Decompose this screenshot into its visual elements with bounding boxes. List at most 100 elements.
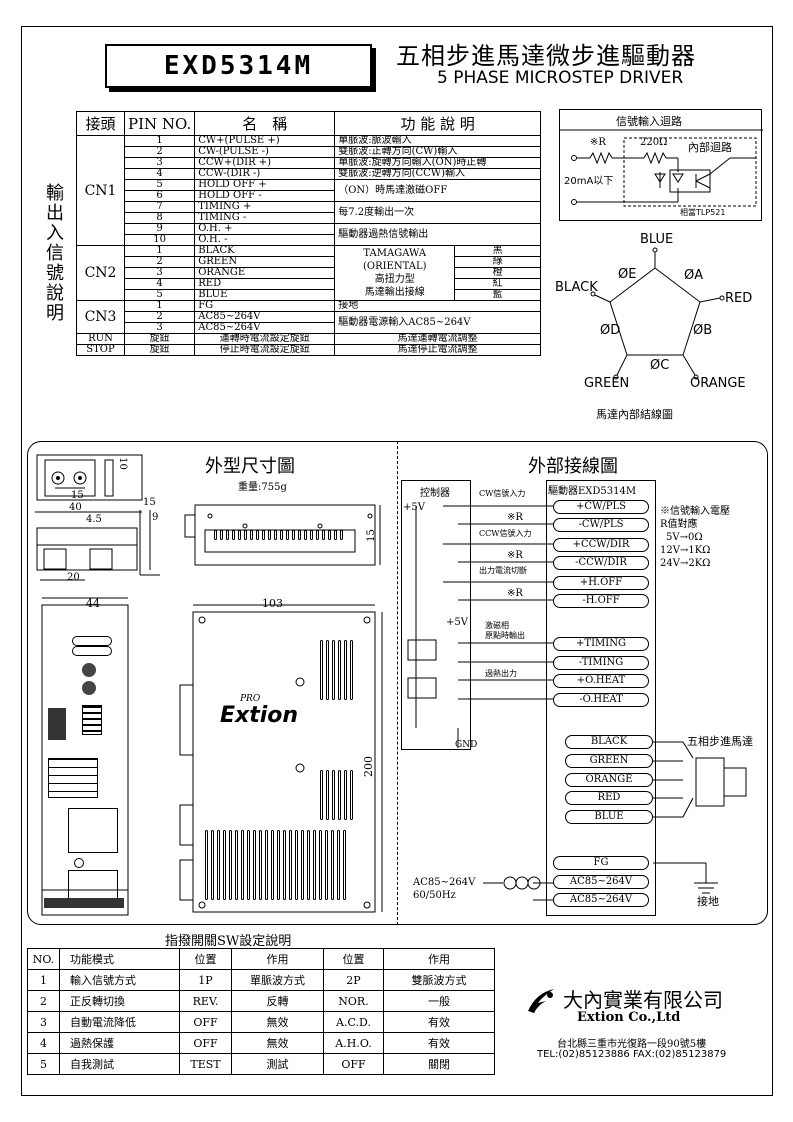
signal-circuit-svg: [560, 129, 763, 207]
vent-slot: [238, 530, 241, 540]
driver-terminal: +O.HEAT: [553, 674, 649, 688]
motor-terminal: BLACK: [565, 735, 653, 749]
power-terminal: FG: [553, 856, 649, 870]
page-frame: [21, 26, 773, 1096]
driver-terminal: -H.OFF: [553, 594, 649, 608]
vent-slot: [262, 530, 265, 540]
vent-slot: [338, 640, 341, 700]
driver-terminal: +TIMING: [553, 637, 649, 651]
vent-slot: [337, 830, 340, 900]
vent-slot: [259, 830, 262, 900]
motor-terminal: GREEN: [565, 754, 653, 768]
motor-internal-diagram: [590, 247, 725, 380]
vent-slot: [280, 530, 283, 540]
power-terminal: AC85~264V: [553, 875, 649, 889]
company-name-en: Extion Co.,Ltd: [577, 1010, 681, 1025]
company-logo-icon: [528, 989, 554, 1013]
driver-terminal: -TIMING: [553, 656, 649, 670]
model-box: EXD5314M: [105, 44, 372, 88]
vent-slot: [223, 830, 226, 900]
vent-slot: [304, 530, 307, 540]
title-cn: 五相步進馬達微步進驅動器: [396, 42, 696, 70]
vent-slot: [320, 640, 323, 700]
vent-slot: [332, 640, 335, 700]
vent-slot: [226, 530, 229, 540]
vent-slot: [320, 770, 323, 820]
vent-slot: [301, 830, 304, 900]
vent-slot: [344, 640, 347, 700]
dims-drawing: [35, 454, 383, 916]
vent-slot: [286, 530, 289, 540]
sw-title: 指撥開關SW設定說明: [165, 934, 292, 949]
vent-slot: [211, 830, 214, 900]
vent-slot: [328, 530, 331, 540]
motor-terminal: BLUE: [565, 810, 653, 824]
vent-slot: [316, 530, 319, 540]
wiring-lines: [407, 505, 747, 901]
vent-slot: [350, 640, 353, 700]
vent-slot: [334, 530, 337, 540]
vent-slot: [340, 530, 343, 540]
dims-title: 外型尺寸圖: [205, 456, 295, 477]
motor-terminal: RED: [565, 791, 653, 805]
title-en: 5 PHASE MICROSTEP DRIVER: [437, 68, 684, 88]
vent-slot: [283, 830, 286, 900]
vent-slot: [344, 770, 347, 820]
vent-slot: [205, 830, 208, 900]
vent-slot: [319, 830, 322, 900]
driver-box: [546, 480, 656, 916]
model-title: EXD5314M: [163, 51, 314, 81]
vent-slot: [265, 830, 268, 900]
vent-slot: [256, 530, 259, 540]
driver-terminal: -CCW/DIR: [553, 556, 649, 570]
company-address: 台北縣三重市光復路一段90號5樓: [557, 1039, 707, 1050]
vent-slot: [298, 530, 301, 540]
vent-slot: [241, 830, 244, 900]
company-tel: TEL:(02)85123886 FAX:(02)85123879: [537, 1049, 727, 1060]
vent-slot: [307, 830, 310, 900]
motor-terminal: ORANGE: [565, 773, 653, 787]
vent-slot: [250, 530, 253, 540]
panel-divider: [397, 441, 398, 925]
vent-slot: [247, 830, 250, 900]
vent-slot: [220, 530, 223, 540]
vent-slot: [331, 830, 334, 900]
vent-slot: [292, 530, 295, 540]
vent-slot: [343, 830, 346, 900]
side-label: 輸出入信號說明: [46, 183, 64, 324]
vent-slot: [326, 640, 329, 700]
vent-slot: [326, 770, 329, 820]
vent-slot: [244, 530, 247, 540]
driver-terminal: +H.OFF: [553, 576, 649, 590]
vent-slot: [295, 830, 298, 900]
vent-slot: [350, 770, 353, 820]
vent-slot: [322, 530, 325, 540]
vent-slot: [277, 830, 280, 900]
company-name-cn: 大內實業有限公司: [563, 988, 723, 1012]
vent-slot: [253, 830, 256, 900]
vent-slot: [214, 530, 217, 540]
driver-terminal: -O.HEAT: [553, 693, 649, 707]
vent-slot: [217, 830, 220, 900]
vent-slot: [271, 830, 274, 900]
weight: 重量:755g: [238, 482, 287, 493]
brand-logo: Extion: [220, 703, 299, 728]
vent-slot: [325, 830, 328, 900]
vent-slot: [268, 530, 271, 540]
vent-slot: [274, 530, 277, 540]
driver-terminal: -CW/PLS: [553, 518, 649, 532]
vent-slot: [332, 770, 335, 820]
vent-slot: [229, 830, 232, 900]
vent-slot: [232, 530, 235, 540]
vent-slot: [235, 830, 238, 900]
signal-circuit: 信號輸入迴路 ※R 220Ω 內部迴路 20mA以下 相當TLP521: [559, 109, 763, 221]
front-panel: [44, 608, 126, 908]
wiring-title: 外部接線圖: [528, 456, 618, 477]
vent-slot: [310, 530, 313, 540]
driver-terminal: +CCW/DIR: [553, 538, 649, 552]
vent-slot: [289, 830, 292, 900]
vent-slot: [313, 830, 316, 900]
